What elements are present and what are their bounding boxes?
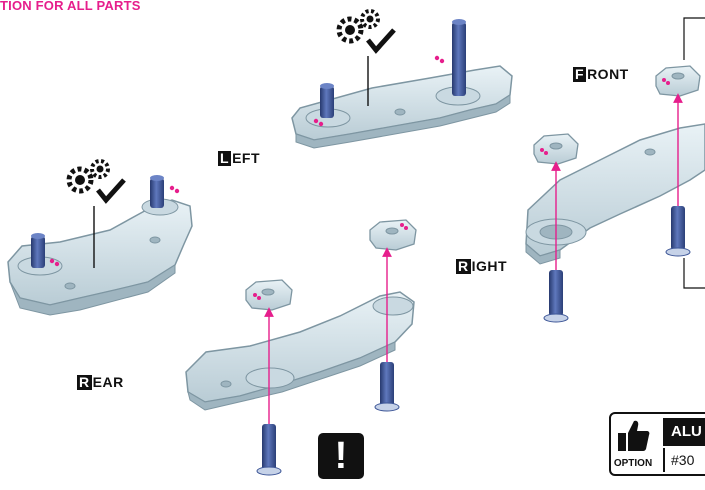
screw-right-2: [374, 362, 400, 412]
option-caption: OPTION: [613, 458, 653, 469]
thumbs-up-icon: [618, 420, 650, 451]
insert-front-2: [655, 65, 701, 97]
screw-right-1: [256, 424, 282, 476]
screw-rear-1: [31, 233, 45, 268]
label-right-rest: IGHT: [471, 258, 508, 274]
label-left-initial: L: [218, 150, 232, 166]
warning-symbol: !: [334, 435, 348, 477]
gears-check-icon: [66, 159, 126, 268]
screw-left-1: [320, 83, 334, 118]
screw-front-1: [543, 270, 569, 323]
label-right-initial: R: [456, 258, 471, 274]
callout-bracket-top: [683, 17, 705, 60]
insert-right-1: [245, 279, 293, 311]
screw-rear-2: [150, 175, 164, 208]
label-rear-initial: R: [77, 374, 92, 390]
insert-front-1: [533, 133, 579, 165]
option-part-number: #30: [663, 448, 705, 472]
label-left-rest: EFT: [232, 150, 261, 166]
arm-right-exploded: [185, 291, 415, 411]
callout-bracket-bottom: [683, 258, 705, 289]
insert-right-2: [369, 219, 417, 251]
option-badge: OPTION ALU #30: [609, 412, 705, 476]
label-front-initial: F: [573, 66, 587, 82]
screw-front-2: [665, 206, 691, 257]
label-front-rest: RONT: [587, 66, 629, 82]
label-rear-rest: EAR: [92, 374, 124, 390]
warning-icon: !: [318, 433, 364, 479]
header-text: TION FOR ALL PARTS: [0, 0, 141, 13]
screw-left-2: [452, 19, 466, 96]
gears-check-icon: [336, 9, 396, 106]
option-material: ALU: [663, 418, 705, 446]
